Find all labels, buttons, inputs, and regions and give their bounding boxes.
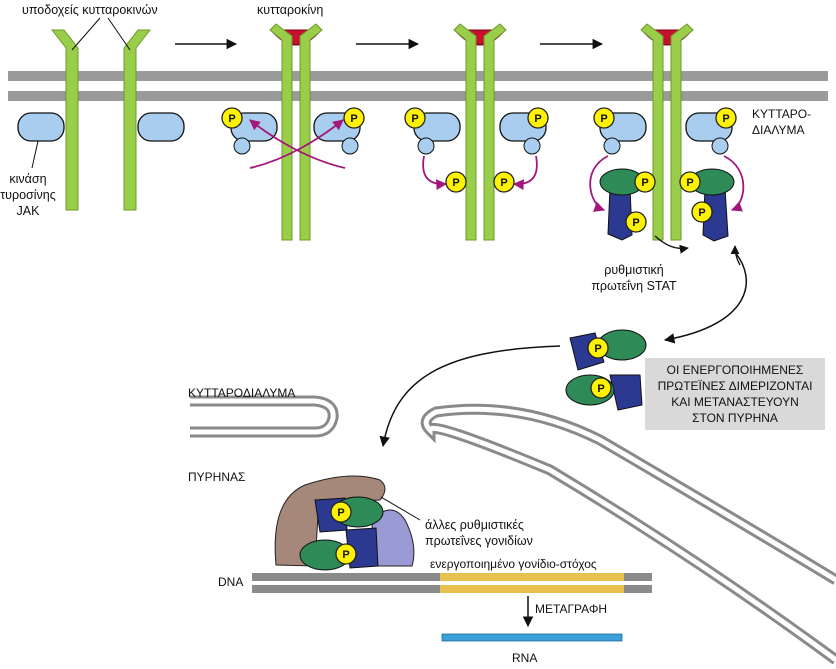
receptor-left — [50, 29, 79, 211]
jak-knob-left — [417, 137, 435, 155]
svg-text:P: P — [698, 207, 705, 219]
nuclear-envelope — [190, 395, 836, 665]
target-gene-label: ενεργοποιημένο γονίδιο-στόχος — [430, 557, 597, 571]
phosphorylation-arrow-right — [512, 155, 538, 190]
jak-knob-left — [603, 137, 621, 155]
svg-text:P: P — [534, 113, 541, 125]
stat-phosphorylation-arrow-right — [723, 155, 745, 212]
phosphate-jak-right: P — [527, 107, 549, 129]
phosphate-dimer-bottom: P — [590, 377, 612, 399]
phosphorylation-arrow-left — [422, 155, 448, 190]
phosphate-stat-right: P — [691, 201, 713, 223]
transcription-complex: P P — [274, 475, 421, 571]
target-gene — [440, 573, 624, 581]
svg-text:P: P — [228, 113, 235, 125]
svg-text:ΚΑΙ ΜΕΤΑΝΑΣΤΕΥΟΥΝ: ΚΑΙ ΜΕΤΑΝΑΣΤΕΥΟΥΝ — [671, 395, 799, 409]
jak-label-leader — [31, 140, 39, 169]
svg-text:P: P — [600, 113, 607, 125]
phosphate-jak-right: P — [343, 107, 365, 129]
phosphate-receptor-right: P — [493, 171, 515, 193]
phosphate-jak-left: P — [221, 107, 243, 129]
jak-knob-right — [711, 137, 729, 155]
dna-label: DNA — [218, 575, 243, 589]
jak-label-2: τυροσίνης — [0, 188, 56, 202]
svg-text:P: P — [632, 217, 639, 229]
cross-phosphorylation-arrow-2 — [249, 119, 344, 169]
svg-text:P: P — [337, 507, 344, 519]
svg-text:P: P — [686, 177, 693, 189]
receptor-label-leader-left — [71, 17, 101, 51]
phosphate-receptor-left: P — [634, 171, 656, 193]
jak-kinase-left — [17, 112, 65, 142]
cytokine-label: κυτταροκίνη — [257, 3, 323, 17]
svg-text:P: P — [722, 113, 729, 125]
receptor-dimer — [640, 23, 694, 241]
cytosol-label-right-2: ΔΙΑΛΥΜΑ — [752, 123, 804, 137]
stat-protein-left — [599, 168, 645, 241]
svg-text:ΠΡΩΤΕΪΝΕΣ ΔΙΜΕΡΙΖΟΝΤΑΙ: ΠΡΩΤΕΪΝΕΣ ΔΙΜΕΡΙΖΟΝΤΑΙ — [658, 379, 813, 393]
cytosol-label-right-1: ΚΥΤΤΑΡΟ- — [752, 107, 811, 121]
other-reg-label-leader — [380, 496, 421, 521]
other-reg-label-1: άλλες ρυθμιστικές — [425, 518, 524, 532]
cytosol-label-left: ΚΥΤΤΑΡΟΔΙΑΛΥΜΑ — [188, 386, 295, 400]
info-box: ΟΙ ΕΝΕΡΓΟΠΟΙΗΜΕΝΕΣ ΠΡΩΤΕΪΝΕΣ ΔΙΜΕΡΙΖΟΝΤΑ… — [645, 358, 825, 430]
receptor-right — [123, 29, 152, 211]
nuclear-import-arrow — [379, 345, 561, 448]
svg-text:P: P — [342, 549, 349, 561]
receptor-label-leader-right — [107, 17, 131, 51]
stat-phosphorylation-arrow-left — [589, 155, 609, 212]
phosphate-receptor-left: P — [445, 171, 467, 193]
phosphate-dimer-top: P — [587, 337, 609, 359]
plasma-membrane — [8, 71, 828, 101]
phosphate-jak-right: P — [715, 107, 737, 129]
phosphate-stat-left: P — [625, 211, 647, 233]
cross-phosphorylation-arrow-1 — [249, 119, 346, 169]
jak-label-1: κινάση — [9, 172, 46, 186]
svg-text:P: P — [594, 343, 601, 355]
receptors-label: υποδοχείς κυτταροκινών — [22, 3, 158, 17]
receptor-stage-2: P P — [221, 23, 365, 241]
svg-text:ΣΤΟΝ ΠΥΡΗΝΑ: ΣΤΟΝ ΠΥΡΗΝΑ — [692, 411, 778, 425]
receptor-stage-1 — [17, 17, 185, 211]
nucleus-label: ΠΥΡΗΝΑΣ — [188, 470, 245, 484]
phosphate-nuclear-top: P — [330, 501, 352, 523]
transcription-label: ΜΕΤΑΓΡΑΦΗ — [535, 602, 607, 616]
svg-text:P: P — [411, 113, 418, 125]
stat-protein-right — [689, 168, 735, 242]
phosphate-jak-left: P — [404, 107, 426, 129]
phosphate-nuclear-bottom: P — [335, 543, 357, 565]
receptor-dimer — [269, 23, 323, 241]
rna-label: RNA — [512, 651, 537, 665]
receptor-dimer — [453, 23, 507, 241]
jak-kinase-right — [137, 112, 185, 142]
rna-strand — [441, 633, 623, 642]
release-arrow-left — [654, 235, 689, 254]
stat-label-2: πρωτεΐνη STAT — [591, 279, 677, 293]
jak-label-3: JAK — [17, 204, 41, 218]
other-reg-label-2: πρωτεΐνες γονιδίων — [425, 534, 533, 548]
jak-knob-left — [233, 137, 251, 155]
svg-text:P: P — [500, 177, 507, 189]
jak-knob-right — [341, 137, 359, 155]
stat-label-1: ρυθμιστική — [604, 263, 664, 277]
svg-text:P: P — [350, 113, 357, 125]
stat-dimer-cytosol: P P — [565, 329, 647, 411]
receptor-stage-3: P P P P — [404, 23, 549, 241]
phosphate-jak-left: P — [593, 107, 615, 129]
phosphate-receptor-right: P — [679, 171, 701, 193]
svg-text:P: P — [597, 383, 604, 395]
svg-text:ΟΙ ΕΝΕΡΓΟΠΟΙΗΜΕΝΕΣ: ΟΙ ΕΝΕΡΓΟΠΟΙΗΜΕΝΕΣ — [667, 363, 804, 377]
release-arrow-right — [730, 245, 741, 266]
receptor-stage-4: P P P P P P — [589, 23, 745, 242]
dna-double-strand — [252, 573, 652, 593]
dimerization-arrow — [663, 249, 747, 344]
svg-text:P: P — [641, 177, 648, 189]
jak-knob-right — [523, 137, 541, 155]
svg-text:P: P — [452, 177, 459, 189]
